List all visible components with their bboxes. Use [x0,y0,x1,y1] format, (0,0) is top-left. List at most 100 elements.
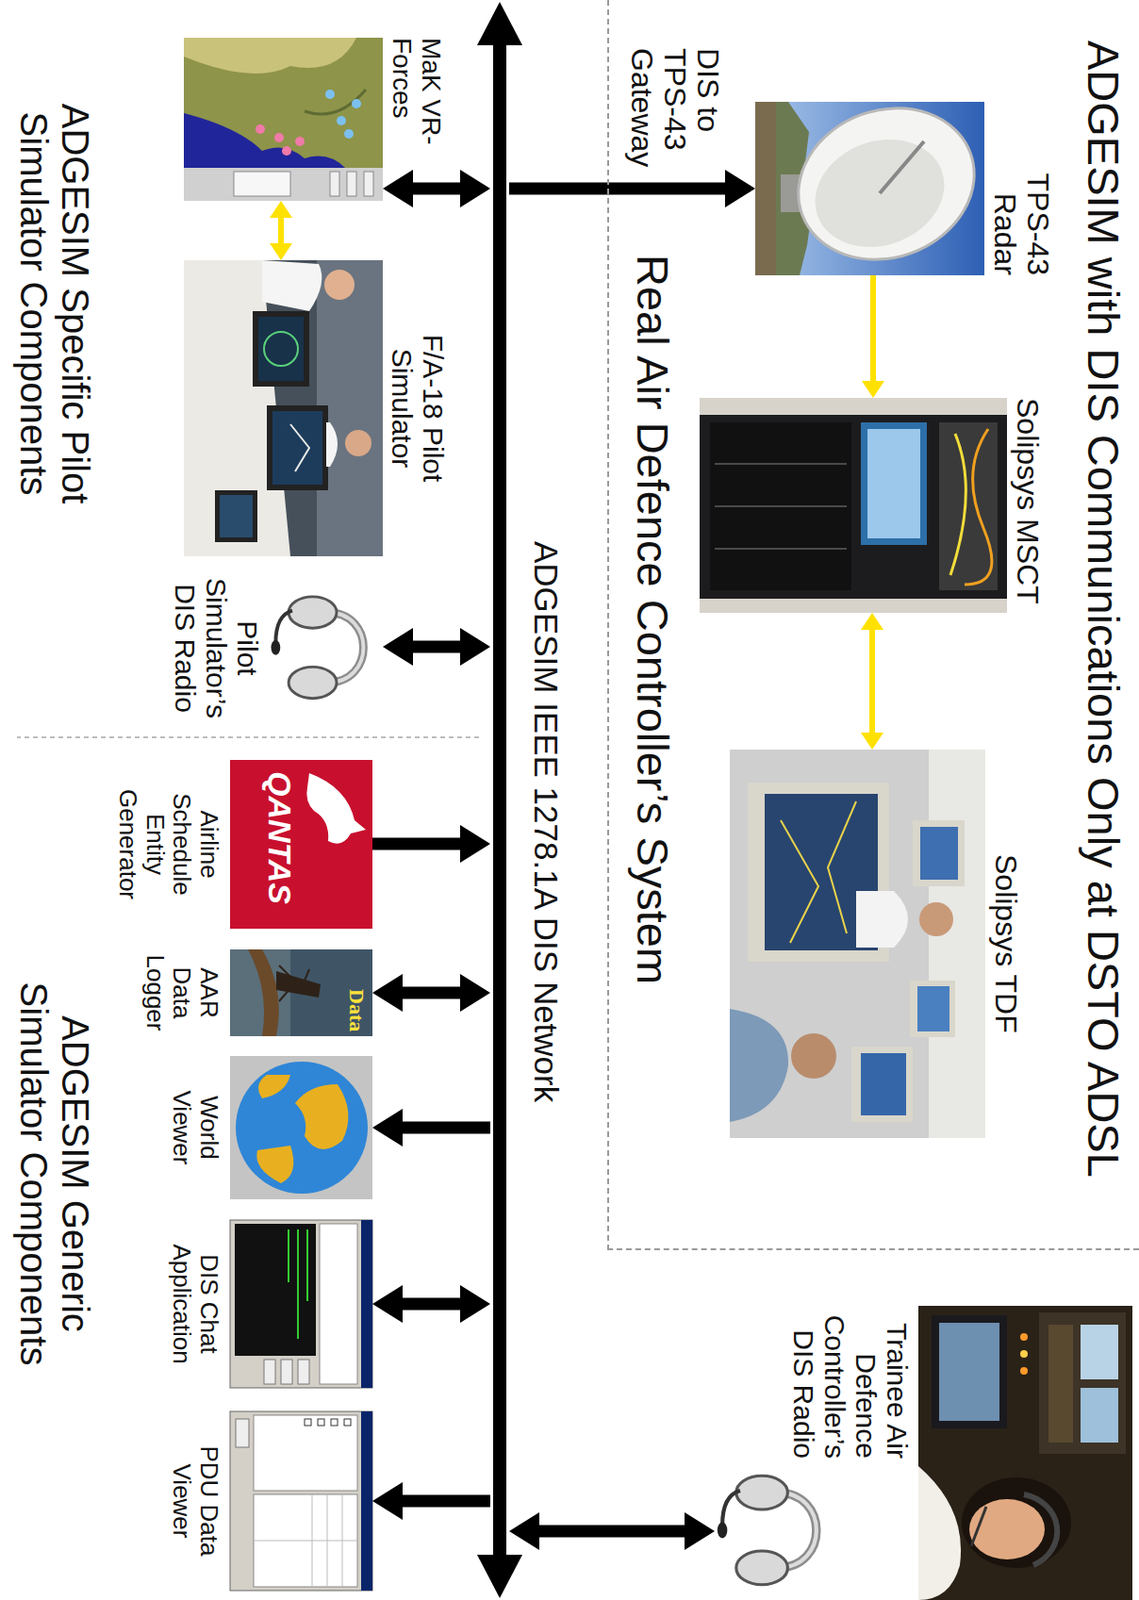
connector-line [411,182,463,196]
node-label-wrap: PDU Data Viewer [168,1444,223,1558]
monitor [252,311,310,387]
arrowhead [372,1108,403,1147]
person-body [856,891,908,948]
logo-text: QANTAS [262,771,298,905]
land [183,37,383,168]
system-region: TPS-43 RadarSolipsys MSCTSolipsys TDFRea… [607,0,1139,1251]
node-label-wrap: AAR Data Logger [141,953,223,1034]
headset-band [327,612,364,683]
headset-band [777,1492,817,1569]
land [183,37,357,74]
tdf-photo [729,749,986,1139]
terminal-line [306,1229,309,1302]
console-light [1020,1350,1028,1358]
bus-arrowhead [477,1,523,46]
face [969,1499,1045,1560]
person-head [919,902,954,937]
mic [717,1522,728,1539]
connector-line [278,215,284,246]
table-rule [253,1540,358,1542]
connector [861,275,885,398]
window [230,1220,373,1388]
globe [235,1061,368,1194]
monitor [214,490,258,543]
network-bus [490,0,510,1600]
console [1039,1312,1126,1454]
ui-button [330,171,340,197]
photo-ground [918,1305,1133,1600]
console [931,1315,1007,1429]
connector [372,1482,491,1520]
node-label-wrap: MaK VR-Forces [386,37,446,170]
arrowhead [269,200,293,218]
window [230,1411,373,1591]
node-label: Trainee Air Defence Controller’s DIS Rad… [788,1307,913,1459]
ui-list [233,171,291,197]
console-light [1020,1333,1028,1341]
ui-button [264,1359,276,1385]
node-label: ADGESIM IEEE 1278.1A DIS Network [528,541,565,1103]
entity-icon [255,124,265,134]
connector [509,169,756,208]
connector-line [400,987,463,1000]
monitor [266,405,329,491]
image-ground [230,1056,373,1200]
group-heading: ADGESIM Specific Pilot Simulator Compone… [13,82,97,526]
ui-panel [183,167,383,201]
arrowhead [460,1285,491,1323]
person-body [262,260,322,312]
arrowhead [460,169,491,208]
aircraft-symbol [290,424,310,472]
node-label-wrap: Solipsys MSCT [1010,397,1044,605]
node-label: Solipsys TDF [989,854,1023,1034]
continent [295,1084,348,1150]
pilot-simulator-photo [183,260,383,557]
arrowhead [460,973,491,1012]
entity-icon [344,129,354,139]
continent [258,1074,291,1099]
vr-forces-screenshot [183,37,383,201]
node-label-wrap: DIS Chat Application [168,1242,223,1366]
monitor [860,422,927,545]
ui-button [297,1359,310,1385]
connector [269,200,293,261]
microphone [971,1506,987,1547]
map-lines [780,801,857,943]
connector [382,627,491,666]
headset-icon [270,596,364,699]
screen [939,1322,1000,1421]
node-label: AAR Data Logger [141,953,223,1034]
diagram-title: ADGESIM with DIS Communications Only at … [1078,40,1128,1178]
generator-node: Airline Schedule Entity Generator [230,759,373,929]
arrowhead [269,243,293,261]
image-ground [230,949,373,1037]
group-divider [16,736,479,739]
insect-legs [279,965,310,1002]
headset-band [777,1492,817,1569]
monitor-screen [860,1053,907,1116]
room [729,749,986,1139]
checkbox [304,1419,312,1426]
headset-band [327,612,364,683]
monitor [851,1046,913,1123]
mic [270,640,281,656]
person-body [729,1008,789,1123]
ear-cup [288,596,337,628]
terminal [234,1223,316,1356]
group-heading: ADGESIM Generic Simulator Components [13,952,97,1396]
arrowhead [460,825,491,863]
msct-node: Solipsys MSCT [699,397,1007,613]
logo-ground [230,759,373,929]
list-panel [253,1415,358,1491]
title-wrap: ADGESIM with DIS Communications Only at … [1078,40,1128,1178]
connector-line [411,641,463,654]
drawer-line [714,547,847,550]
connector [372,825,491,863]
bus-line [493,37,507,1563]
ocean [183,37,383,201]
checkbox [317,1419,325,1426]
node-label: MaK VR-Forces [386,37,446,170]
patch-panel [939,422,998,591]
dis-network-bus: ADGESIM IEEE 1278.1A DIS Network [490,0,510,1600]
title-bar [361,1411,373,1591]
